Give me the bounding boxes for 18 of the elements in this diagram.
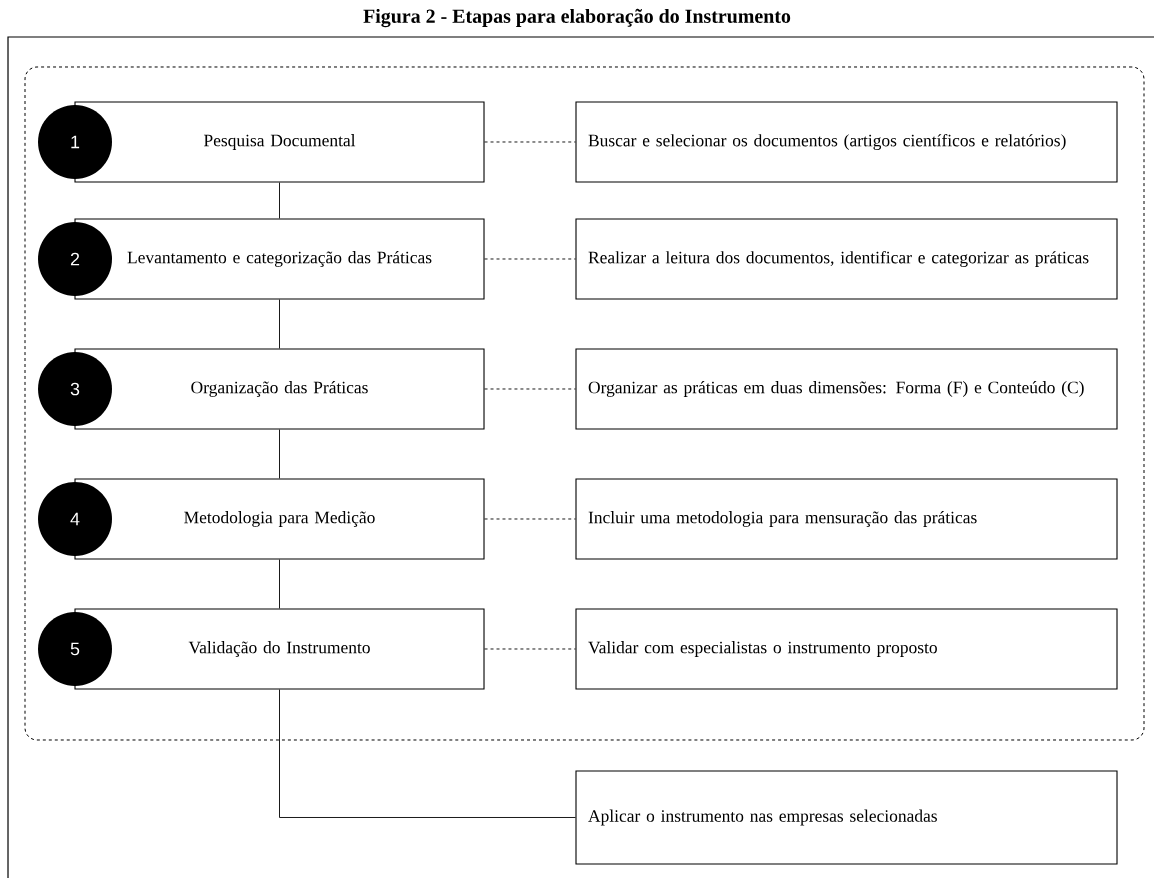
dashed-connector: [484, 388, 576, 390]
dashed-connector: [484, 258, 576, 260]
dashed-connector: [484, 518, 576, 520]
description-box: Incluir uma metodologia para mensuração das práticas: [575, 478, 1118, 560]
figure-title: Figura 2 - Etapas para elaboração do Instrumento: [363, 8, 791, 28]
connector-line: [279, 299, 280, 349]
description-box: Organizar as práticas em duas dimensões: Forma (F) e Conteúdo (C): [575, 348, 1118, 430]
connector-line: [279, 182, 280, 219]
dashed-connector: [484, 648, 576, 650]
connector-line: [279, 689, 576, 818]
description-box: Validar com especialistas o instrumento proposto: [575, 608, 1118, 690]
dashed-connector: [484, 141, 576, 143]
description-box: Realizar a leitura dos documentos, identificar e categorizar as práticas: [575, 218, 1118, 300]
dashed-group-box: [24, 66, 1145, 741]
connector-line: [279, 559, 280, 609]
connector-line: [279, 429, 280, 479]
description-box: Aplicar o instrumento nas empresas selecionadas: [575, 770, 1118, 865]
description-box: Buscar e selecionar os documentos (artigos científicos e relatórios): [575, 101, 1118, 183]
